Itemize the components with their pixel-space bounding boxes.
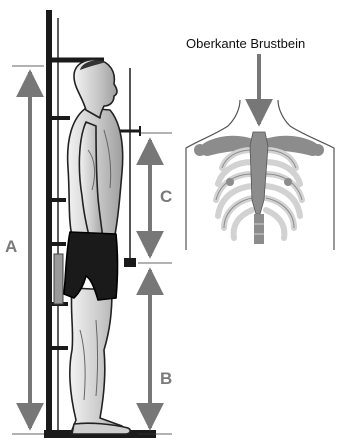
person-legs: [70, 288, 128, 434]
label-a: A: [5, 237, 17, 256]
sternum-caption: Oberkante Brustbein: [186, 36, 305, 51]
label-b: B: [160, 369, 172, 388]
person-head: [74, 60, 117, 118]
label-c: C: [160, 187, 172, 206]
standing-person-figure: [64, 60, 130, 434]
spine: [254, 214, 264, 244]
sternum: [250, 132, 268, 214]
